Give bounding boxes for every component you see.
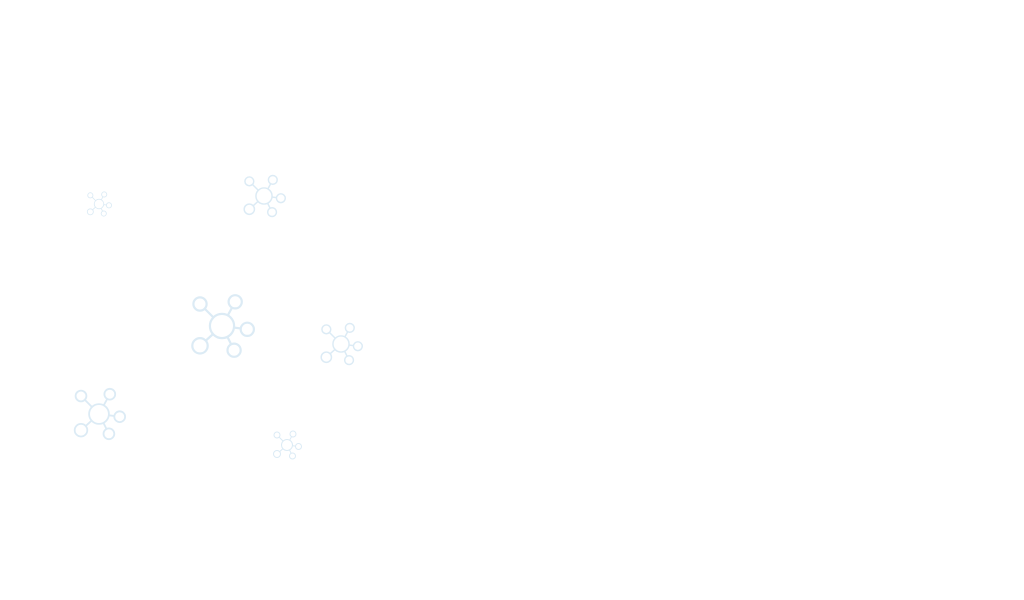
molecule-icon bbox=[319, 322, 363, 366]
molecule-icon bbox=[72, 387, 126, 441]
molecule-icon bbox=[240, 174, 288, 218]
molecule-icon bbox=[189, 293, 255, 359]
molecule-icon bbox=[272, 430, 302, 460]
molecule-icon bbox=[86, 191, 112, 217]
